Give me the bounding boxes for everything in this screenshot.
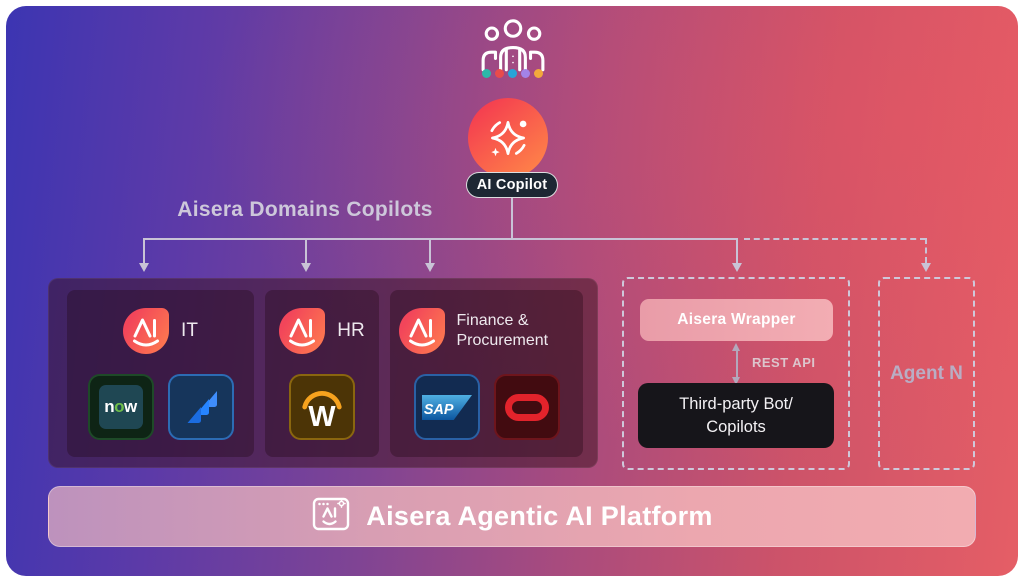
dot-purple — [521, 69, 530, 78]
domains-heading: Aisera Domains Copilots — [177, 198, 433, 221]
rest-api-label: REST API — [752, 355, 816, 370]
third-party-line1: Third-party Bot/ — [679, 395, 793, 414]
arrow-line-wrapper — [736, 238, 738, 263]
arrow-line-finance — [429, 238, 431, 263]
rest-api-arrow-line — [736, 351, 738, 377]
dot-amber — [534, 69, 543, 78]
arrowhead-hr — [300, 263, 311, 272]
user-type-dots — [482, 69, 544, 78]
servicenow-o: o — [114, 397, 125, 416]
integration-dashed-box — [622, 277, 850, 470]
jira-logo — [167, 374, 234, 440]
platform-bar: Aisera Agentic AI Platform — [48, 486, 976, 547]
platform-title: Aisera Agentic AI Platform — [366, 501, 713, 531]
arrowhead-finance — [424, 263, 435, 272]
dot-blue — [508, 69, 517, 78]
agent-n-label: Agent N — [890, 362, 963, 384]
arrowhead-it — [138, 263, 149, 272]
ai-sparkle-icon — [490, 120, 527, 157]
rest-api-arrowhead-up — [732, 343, 740, 351]
domain-label-finance: Finance & Procurement — [456, 312, 549, 349]
dot-teal — [482, 69, 491, 78]
dot-red — [495, 69, 504, 78]
domain-label-it: IT — [181, 320, 198, 341]
users-group-icon — [479, 18, 547, 72]
arrow-dashed-line-agent — [925, 238, 927, 263]
rest-api-arrowhead-down — [732, 377, 740, 385]
domain-label-hr: HR — [337, 320, 365, 341]
servicenow-w: w — [124, 397, 137, 416]
workday-logo: W — [289, 374, 355, 440]
oracle-ring — [504, 393, 549, 421]
arrowhead-wrapper — [731, 263, 742, 272]
aisera-logo — [398, 308, 445, 354]
sap-logo: SAP — [413, 374, 480, 440]
domain-panel-finance: Finance & Procurement SAP — [390, 290, 583, 457]
arrow-line-it — [143, 238, 145, 263]
sap-wordmark: SAP — [423, 401, 453, 417]
connector-dashed-line — [744, 238, 926, 240]
arrow-line-hr — [305, 238, 307, 263]
workday-w: W — [308, 401, 336, 431]
ai-copilot-label-text: AI Copilot — [476, 177, 548, 193]
ai-copilot-label: AI Copilot — [466, 172, 558, 198]
agent-n-dashed-box: Agent N — [878, 277, 975, 470]
ai-copilot-icon — [468, 98, 548, 178]
aisera-logo — [279, 308, 326, 354]
connector-horizontal-line — [143, 238, 738, 240]
servicenow-n: n — [104, 397, 115, 416]
oracle-logo — [493, 374, 560, 440]
domain-panel-hr: HR W — [265, 290, 379, 457]
third-party-line2: Copilots — [706, 417, 766, 436]
browser-window-icon — [311, 494, 351, 539]
arrowhead-agent — [920, 263, 931, 272]
aisera-logo — [123, 308, 170, 354]
copilot-stem-line — [511, 198, 513, 238]
aisera-wrapper-label: Aisera Wrapper — [677, 311, 796, 328]
third-party-bot-box: Third-party Bot/ Copilots — [638, 383, 834, 448]
aisera-wrapper-box: Aisera Wrapper — [640, 299, 833, 341]
